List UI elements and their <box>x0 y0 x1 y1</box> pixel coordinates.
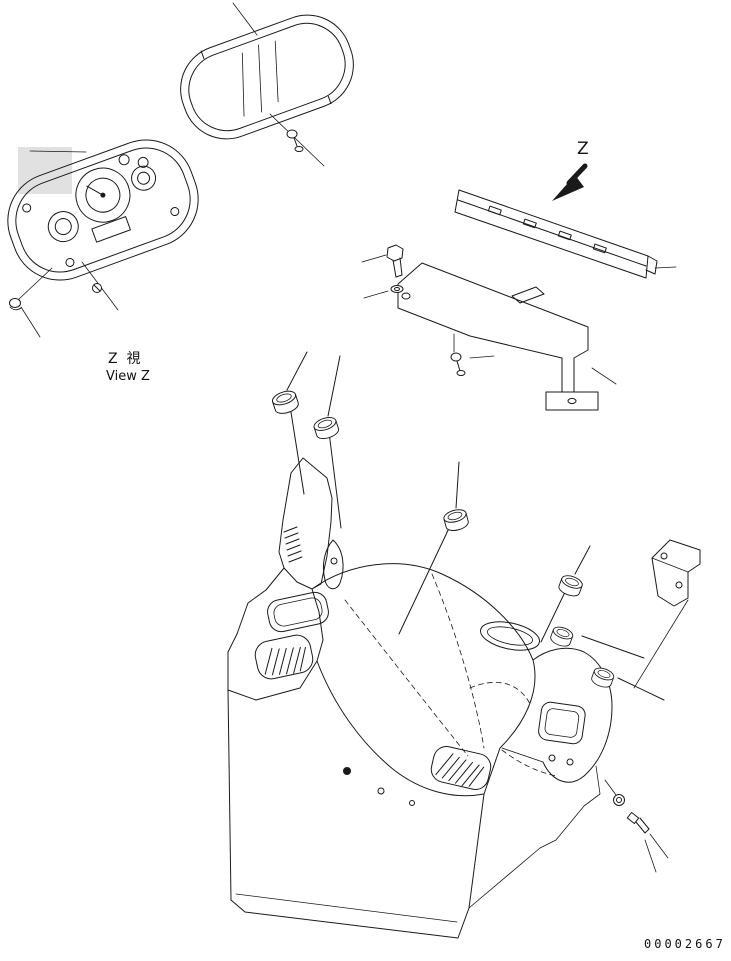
cluster-screw-small <box>81 261 119 311</box>
mounting-plate <box>454 189 677 279</box>
part-number: 00002667 <box>644 937 726 951</box>
view-z-label-cjk: Z 視 <box>108 351 141 367</box>
front-dot <box>343 767 351 775</box>
lower-vent <box>430 746 492 790</box>
blank-cap-c <box>442 507 471 534</box>
direction-arrow-icon <box>552 163 588 201</box>
blank-cap-a <box>270 388 301 417</box>
direction-letter: Z <box>577 139 589 159</box>
front-hole-2 <box>409 800 415 806</box>
cap-leader-lines <box>286 351 665 701</box>
support-bracket <box>397 262 617 411</box>
right-pocket <box>538 701 586 745</box>
lens-screw <box>269 113 325 167</box>
side-bracket-plate <box>633 539 701 689</box>
blank-cap-d <box>556 572 585 599</box>
lens-cover <box>180 2 354 140</box>
pillar-vent-hatch <box>283 526 303 563</box>
blank-cap-f <box>589 665 616 690</box>
callout-highlight <box>18 147 72 194</box>
bracket-screw <box>450 333 495 376</box>
bracket-bolt <box>361 244 404 299</box>
console-body <box>227 457 613 939</box>
left-vent <box>254 634 314 680</box>
cluster-screw-spring-washer <box>9 267 53 338</box>
front-hole-1 <box>377 787 385 795</box>
instrument-cluster <box>7 139 199 281</box>
lower-screw <box>604 779 669 873</box>
blank-cap-e <box>548 624 575 649</box>
blank-cap-b <box>311 414 341 442</box>
left-pocket <box>267 591 329 633</box>
view-z-label-en: View Z <box>106 369 150 384</box>
